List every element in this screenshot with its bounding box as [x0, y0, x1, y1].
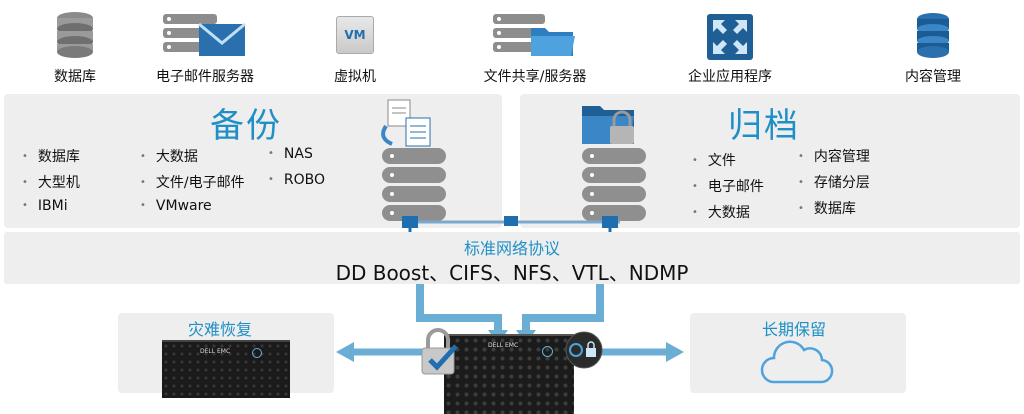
- source-vm: VM 虚拟机: [290, 8, 420, 86]
- encryption-lock-icon: [565, 331, 603, 369]
- center-brand-logo: DELL EMC: [488, 342, 519, 349]
- long-term-retention-title: 长期保留: [762, 320, 827, 339]
- backup-item: ROBO: [268, 172, 325, 188]
- archive-item: 存储分层: [798, 172, 870, 192]
- source-label: 虚拟机: [334, 69, 376, 85]
- source-label: 电子邮件服务器: [156, 69, 254, 85]
- cloud-icon: [760, 340, 834, 384]
- database-icon: [57, 12, 93, 58]
- backup-item: VMware: [140, 198, 212, 214]
- backup-item: IBMi: [22, 198, 68, 214]
- source-label: 企业应用程序: [688, 69, 772, 85]
- file-share-server-icon: [493, 14, 575, 56]
- secure-lock-check-icon: [421, 328, 458, 375]
- source-label: 文件共享/服务器: [483, 69, 587, 85]
- archive-item: 数据库: [798, 198, 856, 218]
- source-label: 内容管理: [905, 69, 961, 85]
- protocol-list: DD Boost、CIFS、NFS、VTL、NDMP: [335, 261, 689, 285]
- archive-server-icon: [582, 106, 646, 221]
- dr-appliance-grille: [162, 342, 290, 398]
- dr-brand-logo: DELL EMC: [200, 348, 231, 355]
- content-management-icon: [917, 13, 949, 58]
- source-email-server: 电子邮件服务器: [140, 8, 270, 86]
- vm-icon: VM: [336, 16, 374, 54]
- archive-item: 文件: [692, 150, 736, 170]
- backup-item: 大型机: [22, 172, 80, 192]
- archive-item: 大数据: [692, 202, 750, 222]
- protocol-band: [4, 232, 1020, 284]
- archive-item: 电子邮件: [692, 176, 764, 196]
- center-appliance: DELL EMC: [444, 334, 574, 414]
- dr-appliance: DELL EMC: [162, 340, 290, 398]
- source-file-share: 文件共享/服务器: [470, 8, 600, 86]
- source-content-management: 内容管理: [868, 8, 998, 86]
- source-label: 数据库: [54, 69, 96, 85]
- backup-item: 数据库: [22, 146, 80, 166]
- source-database: 数据库: [10, 8, 140, 86]
- backup-title: 备份: [210, 106, 282, 146]
- vm-badge: VM: [344, 28, 366, 42]
- protocol-title: 标准网络协议: [463, 239, 560, 258]
- enterprise-app-icon: [707, 14, 753, 60]
- network-connector: [402, 216, 620, 236]
- center-power-indicator: [542, 346, 553, 357]
- backup-item: 大数据: [140, 146, 198, 166]
- backup-server-icon: [381, 99, 446, 221]
- long-term-retention-box: [690, 313, 906, 393]
- dr-power-indicator: [252, 348, 262, 358]
- archive-item: 内容管理: [798, 146, 870, 166]
- backup-item: 文件/电子邮件: [140, 172, 245, 192]
- backup-item: NAS: [268, 146, 313, 162]
- source-enterprise-app: 企业应用程序: [665, 8, 795, 86]
- email-server-icon: [163, 14, 246, 56]
- archive-title: 归档: [728, 106, 800, 146]
- disaster-recovery-title: 灾难恢复: [188, 320, 253, 339]
- flow-arrows: [336, 284, 684, 362]
